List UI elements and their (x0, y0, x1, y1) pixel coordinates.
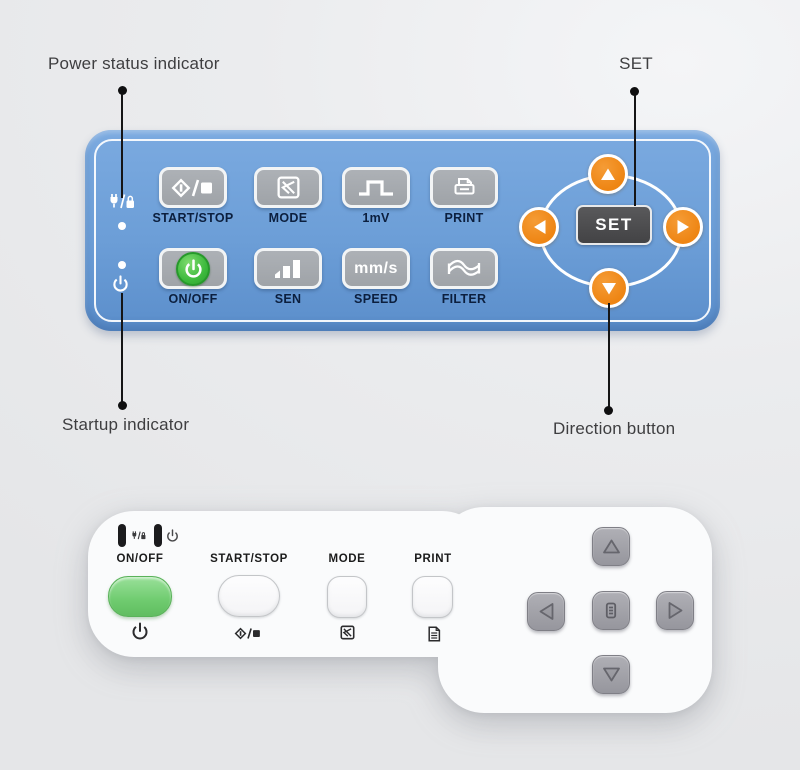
plug-battery-icon (110, 194, 134, 209)
document-icon (428, 626, 441, 642)
down-arrow-icon (602, 667, 620, 682)
power-icon (184, 259, 202, 278)
up-arrow-icon (601, 168, 615, 180)
down-arrow-icon (602, 282, 616, 294)
start-stop-icon (171, 178, 212, 197)
mode-icon (276, 176, 300, 199)
speed-key[interactable]: mm/s (342, 248, 410, 289)
dpad-right-button[interactable] (656, 591, 694, 630)
on-off-key[interactable] (159, 248, 227, 289)
dpad-up-button[interactable] (592, 527, 630, 566)
on-off-button[interactable] (108, 576, 172, 617)
left-arrow-icon (533, 220, 545, 234)
power-status-led (118, 222, 126, 230)
speed-key-label: SPEED (354, 292, 398, 306)
start-stop-button[interactable] (218, 575, 280, 617)
print-button[interactable] (412, 576, 453, 618)
plug-battery-icon (132, 531, 146, 540)
calibration-pulse-icon (359, 179, 393, 196)
mode-key[interactable] (254, 167, 322, 208)
print-key[interactable] (430, 167, 498, 208)
dpad-left-button[interactable] (527, 592, 565, 631)
startup-led (118, 261, 126, 269)
start-stop-button-label: START/STOP (210, 553, 288, 565)
power-status-led-bar (118, 524, 126, 547)
one-mv-key-label: 1mV (362, 211, 390, 225)
dpad-down-button[interactable] (592, 655, 630, 694)
sen-key[interactable] (254, 248, 322, 289)
mode-button-label: MODE (328, 553, 366, 565)
sensitivity-bars-icon (275, 259, 300, 278)
right-arrow-icon (668, 602, 682, 619)
startup-led-bar (154, 524, 162, 547)
left-arrow-icon (539, 603, 553, 620)
menu-list-icon (605, 602, 617, 619)
filter-wave-icon (447, 259, 481, 276)
filter-key-label: FILTER (441, 292, 487, 306)
set-button[interactable]: SET (576, 205, 652, 245)
mode-icon (340, 625, 355, 640)
on-off-button-label: ON/OFF (116, 553, 164, 565)
right-arrow-button[interactable] (663, 207, 703, 247)
on-off-key-label: ON/OFF (168, 292, 218, 306)
power-icon (167, 529, 178, 542)
speed-key-icon-text: mm/s (354, 259, 398, 277)
up-arrow-button[interactable] (588, 154, 628, 194)
right-arrow-icon (677, 220, 689, 234)
start-stop-key[interactable] (159, 167, 227, 208)
filter-key[interactable] (430, 248, 498, 289)
power-icon (113, 275, 128, 292)
up-arrow-icon (602, 539, 620, 554)
print-button-label: PRINT (414, 553, 452, 565)
printer-icon (454, 178, 474, 195)
sen-key-label: SEN (274, 292, 302, 306)
start-stop-key-label: START/STOP (152, 211, 234, 225)
power-button-face (176, 251, 210, 286)
start-stop-icon (234, 627, 260, 640)
print-key-label: PRINT (444, 211, 484, 225)
power-icon (132, 622, 148, 640)
one-mv-key[interactable] (342, 167, 410, 208)
mode-key-label: MODE (268, 211, 308, 225)
membrane-control-panel: START/STOP MODE 1mV PRINT mm/s ON/OFF SE… (85, 130, 720, 331)
dpad-menu-button[interactable] (592, 591, 630, 630)
left-arrow-button[interactable] (519, 207, 559, 247)
mode-button[interactable] (327, 576, 367, 618)
